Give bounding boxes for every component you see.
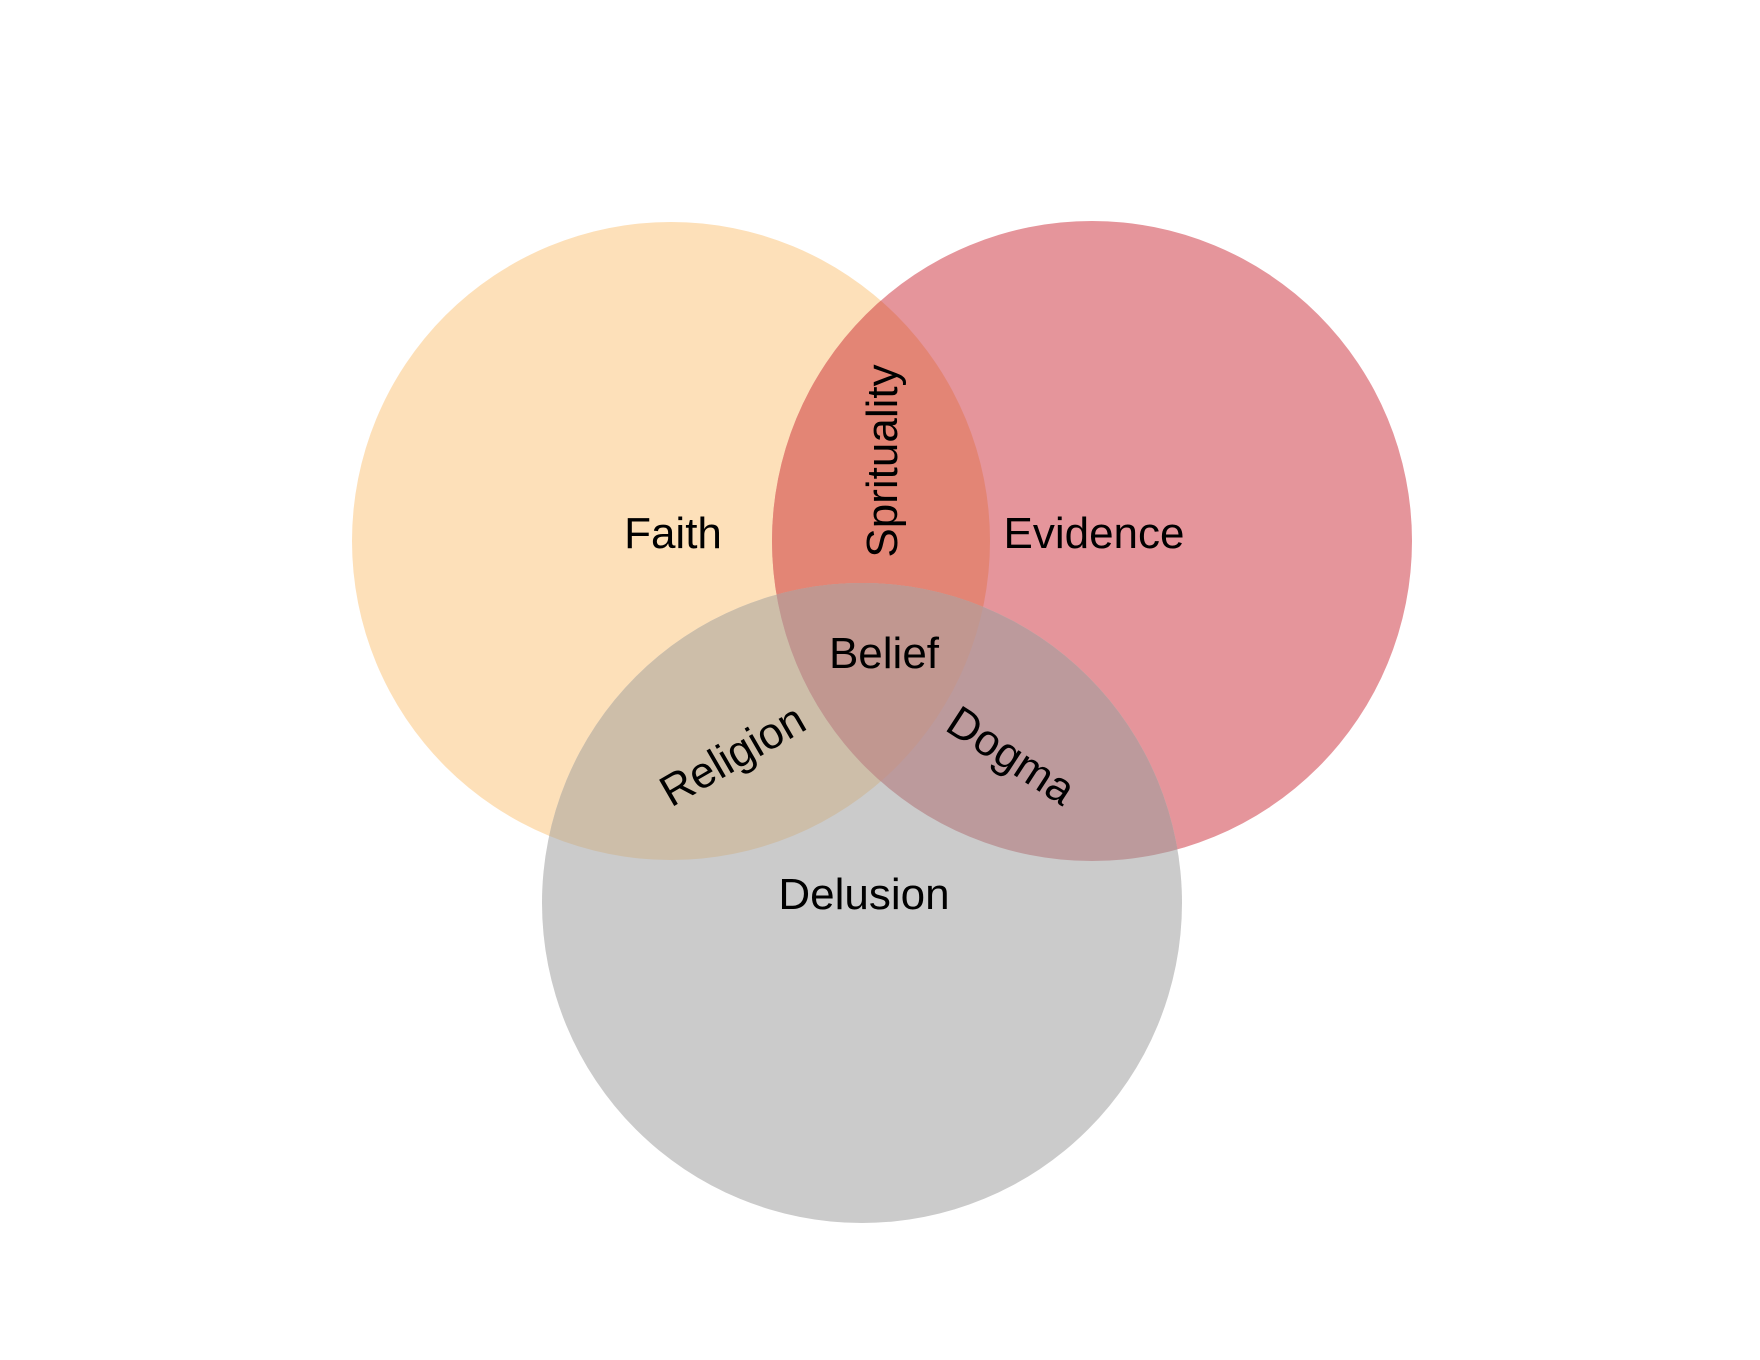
faith-delusion-region bbox=[542, 583, 990, 860]
faith-label: Faith bbox=[624, 509, 722, 558]
delusion-label: Delusion bbox=[778, 870, 949, 919]
evidence-label: Evidence bbox=[1003, 509, 1184, 558]
evidence-delusion-region bbox=[772, 583, 1182, 861]
sprituality-label: Sprituality bbox=[858, 364, 907, 557]
belief-label: Belief bbox=[829, 629, 940, 678]
